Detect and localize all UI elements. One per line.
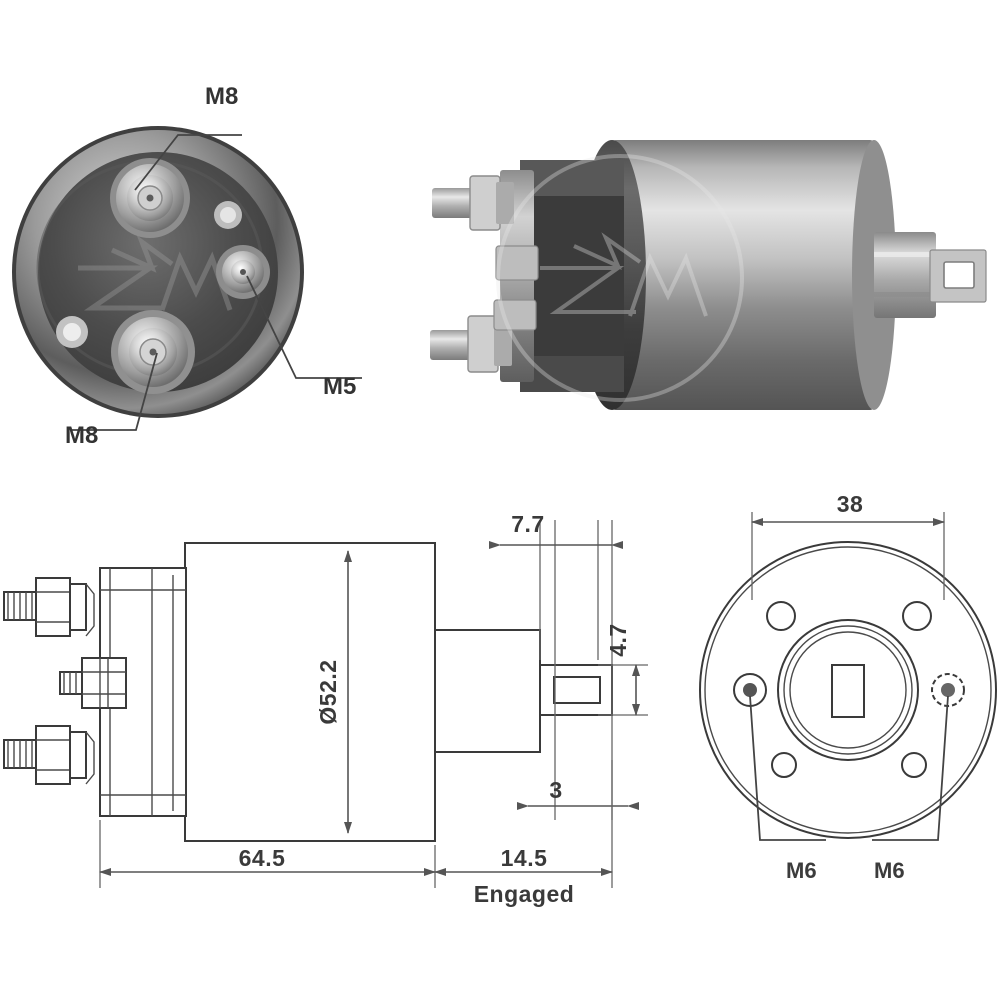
washer-lower: [69, 731, 87, 779]
photo-side-view: [430, 140, 987, 410]
drawing-plunger-detail: 7.7 4.7 3 14.5 Engaged: [434, 511, 648, 907]
body-outline: [184, 542, 436, 842]
drawing-flange-end-view: 38 M6 M6: [699, 491, 997, 883]
leader-m6-left: [749, 695, 826, 841]
callout-m8-top-label: M8: [205, 83, 238, 110]
dim-label-length: 64.5: [239, 845, 286, 871]
drawing-terminal-upper: [3, 577, 95, 637]
dim-plunger-travel: 14.5 Engaged: [434, 845, 613, 907]
dim-label-4-7: 4.7: [605, 623, 631, 656]
dim-label-14-5: 14.5: [501, 845, 548, 871]
small-hole-top-right: [902, 601, 932, 631]
leader-m8-top: [134, 134, 242, 191]
photo-front-view: [12, 126, 304, 418]
callout-m6-left-label: M6: [786, 858, 817, 883]
leader-m6-right: [872, 695, 949, 841]
stud-thread-lower: [3, 739, 39, 769]
drawing-terminal-lower: [3, 725, 95, 785]
small-hole-top-left: [766, 601, 796, 631]
dim-slot-height: 4.7: [598, 623, 648, 716]
drawing-terminal-m5: [59, 657, 127, 709]
dim-label-7-7: 7.7: [511, 511, 544, 537]
dim-label-3: 3: [549, 777, 562, 803]
center-square-hole: [831, 664, 865, 718]
dim-body-diameter: Ø52.2: [315, 550, 352, 834]
nut-lower: [35, 725, 71, 785]
stud-thread-upper: [3, 591, 39, 621]
side-terminal-upper: [432, 175, 539, 281]
mount-hole-m6-right: [931, 673, 965, 707]
washer-upper: [69, 583, 87, 631]
leader-m8-bottom: [72, 352, 158, 431]
leader-m5: [246, 275, 362, 379]
small-hole-bottom-right: [901, 752, 927, 778]
callout-m6-right-label: M6: [874, 858, 905, 883]
side-plunger: [874, 232, 987, 318]
side-terminal-lower: [430, 299, 537, 373]
small-hole-bottom-left: [771, 752, 797, 778]
plunger-shaft: [434, 629, 541, 753]
terminal-m5: [216, 245, 270, 299]
dim-label-engaged: Engaged: [474, 881, 575, 907]
drawing-plunger: [434, 629, 613, 753]
dim-body-length: 64.5: [99, 845, 436, 876]
dim-label-38: 38: [837, 491, 864, 517]
front-callouts: [72, 134, 362, 431]
callout-m8-bottom-label: M8: [65, 422, 98, 449]
dim-tab-thickness: 3: [517, 777, 639, 810]
dim-tab-offset: 7.7: [489, 511, 623, 549]
callout-m5-label: M5: [323, 373, 356, 400]
dim-label-diameter: Ø52.2: [315, 659, 341, 724]
plunger-slot: [553, 676, 601, 704]
nut-upper: [35, 577, 71, 637]
terminal-m8-bottom: [111, 310, 195, 394]
dim-bolt-spacing: 38: [751, 491, 945, 526]
brand-watermark-side: [496, 154, 744, 402]
m5-nut: [81, 657, 127, 709]
drawing-side-elevation: Ø52.2 64.5: [3, 542, 613, 888]
